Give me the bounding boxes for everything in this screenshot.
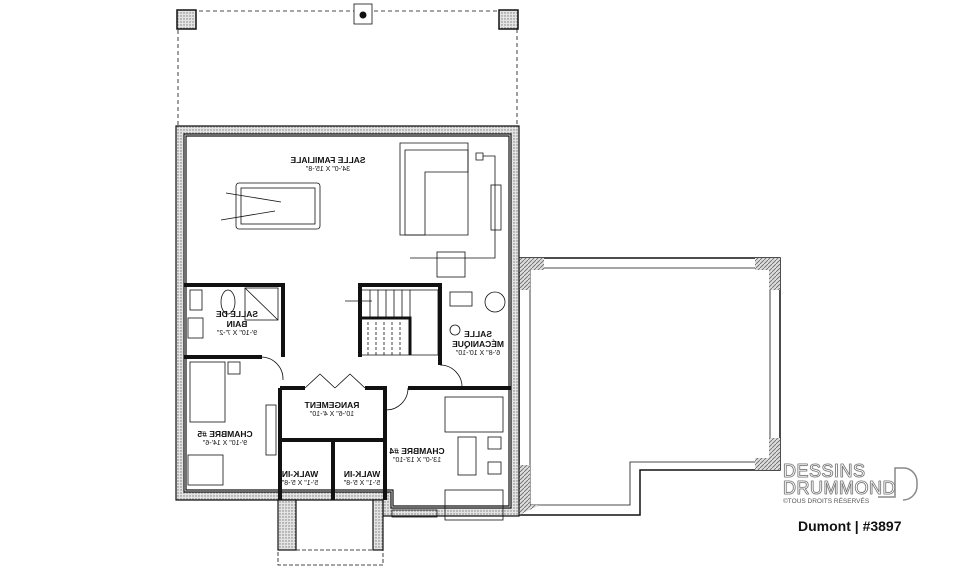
plan-id: Dumont | #3897 — [798, 518, 902, 534]
porch — [176, 3, 519, 129]
garage-slab — [518, 257, 781, 516]
entry-well — [277, 499, 384, 566]
furniture — [187, 142, 506, 521]
interior-walls — [184, 283, 511, 500]
brand-logo: DESSINS DRUMMOND ©TOUS DROITS RÉSERVÉS — [783, 461, 896, 505]
stairs — [345, 289, 439, 356]
doors — [261, 356, 463, 411]
exterior-walls — [175, 125, 520, 517]
